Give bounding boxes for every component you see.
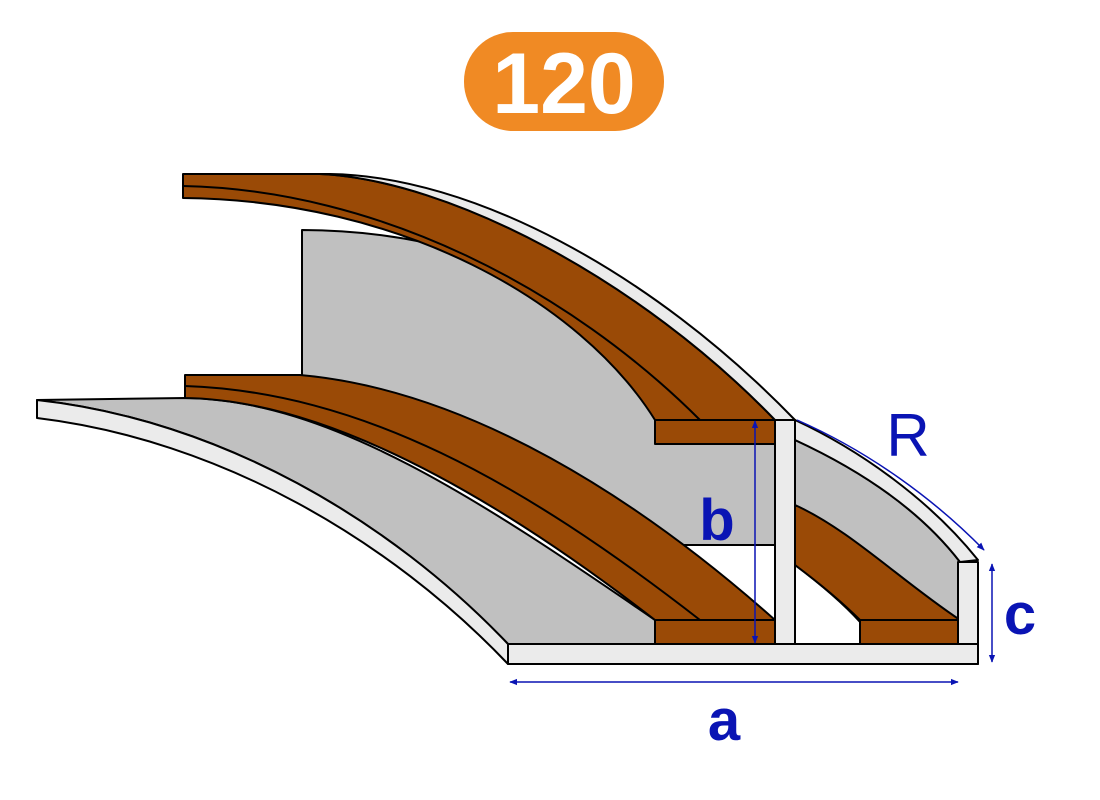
right-wood-front: [859, 619, 961, 645]
base-plate-front: [507, 643, 979, 665]
dimension-r-arrow: [796, 419, 985, 551]
dimension-b-label: b: [699, 488, 734, 553]
profile-drawing: [36, 173, 979, 665]
dimension-r-label: R: [886, 402, 929, 469]
dimension-c-label: c: [1004, 582, 1036, 647]
web-front-edge: [774, 419, 796, 645]
upper-wood-front: [654, 419, 776, 445]
right-wood-strip: [794, 504, 961, 621]
dimension-lines: [509, 419, 996, 686]
dimension-a-label: a: [708, 688, 741, 753]
product-number-badge: 120: [464, 32, 664, 132]
lower-wood-front: [654, 619, 776, 645]
badge-text: 120: [492, 36, 636, 132]
lower-wood-groove: [184, 385, 701, 621]
upper-wood-groove: [182, 185, 701, 421]
